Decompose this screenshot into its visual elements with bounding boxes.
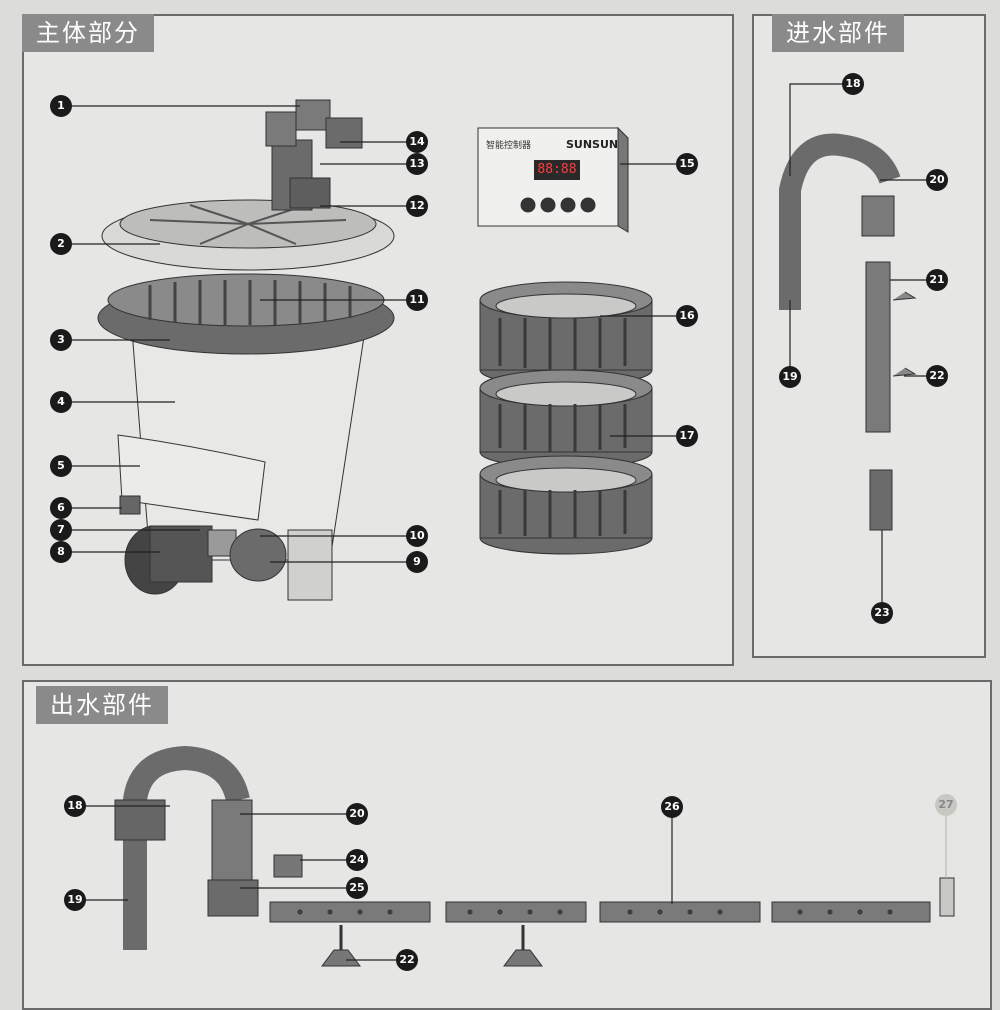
inlet-hose xyxy=(779,133,901,310)
inlet-parts-title: 进水部件 xyxy=(772,14,904,52)
callout-badge-18-inlet: 18 xyxy=(842,73,864,95)
callout-badge-16: 16 xyxy=(676,305,698,327)
inlet-strainer xyxy=(869,469,893,531)
callout-badge-13: 13 xyxy=(406,153,428,175)
outlet-elbow-25 xyxy=(207,879,259,917)
callout-badge-22-outlet: 22 xyxy=(396,949,418,971)
callout-badge-7: 7 xyxy=(50,519,72,541)
inlet-pipe-21 xyxy=(865,261,891,433)
callout-badge-12: 12 xyxy=(406,195,428,217)
callout-badge-2: 2 xyxy=(50,233,72,255)
canister-outlet-pipe xyxy=(287,529,333,601)
callout-badge-4: 4 xyxy=(50,391,72,413)
callout-badge-1: 1 xyxy=(50,95,72,117)
callout-badge-21: 21 xyxy=(926,269,948,291)
callout-badge-3: 3 xyxy=(50,329,72,351)
outlet-adapter-24 xyxy=(273,854,303,878)
main-body-title: 主体部分 xyxy=(22,14,154,52)
callout-badge-11: 11 xyxy=(406,289,428,311)
suction-cup xyxy=(321,949,361,967)
callout-badge-23: 23 xyxy=(871,602,893,624)
callout-badge-18-outlet: 18 xyxy=(64,795,86,817)
outlet-hose xyxy=(123,745,250,950)
controller-display: 88:88 xyxy=(534,160,580,180)
callout-badge-8: 8 xyxy=(50,541,72,563)
callout-badge-20-outlet: 20 xyxy=(346,803,368,825)
pump-impeller-housing xyxy=(229,528,287,582)
outlet-parts-title: 出水部件 xyxy=(36,686,168,724)
callout-badge-15: 15 xyxy=(676,153,698,175)
callout-badge-26: 26 xyxy=(661,796,683,818)
controller-brand: SUNSUN xyxy=(566,138,619,151)
callout-badge-22-inlet: 22 xyxy=(926,365,948,387)
filter-basket-bottom xyxy=(479,455,653,555)
callout-badge-6: 6 xyxy=(50,497,72,519)
callout-badge-17: 17 xyxy=(676,425,698,447)
callout-badge-19-inlet: 19 xyxy=(779,366,801,388)
callout-badge-27: 27 xyxy=(935,794,957,816)
callout-badge-19-outlet: 19 xyxy=(64,889,86,911)
callout-badge-9: 9 xyxy=(406,551,428,573)
callout-badge-20-inlet: 20 xyxy=(926,169,948,191)
spray-bar-end-cap xyxy=(939,877,955,917)
callout-badge-24: 24 xyxy=(346,849,368,871)
controller-title: 智能控制器 xyxy=(486,141,532,151)
filter-basket-16 xyxy=(479,281,653,387)
callout-badge-5: 5 xyxy=(50,455,72,477)
spray-bar-26 xyxy=(269,901,931,923)
callout-badge-25: 25 xyxy=(346,877,368,899)
front-cover xyxy=(117,434,266,521)
callout-badge-14: 14 xyxy=(406,131,428,153)
callout-badge-10: 10 xyxy=(406,525,428,547)
